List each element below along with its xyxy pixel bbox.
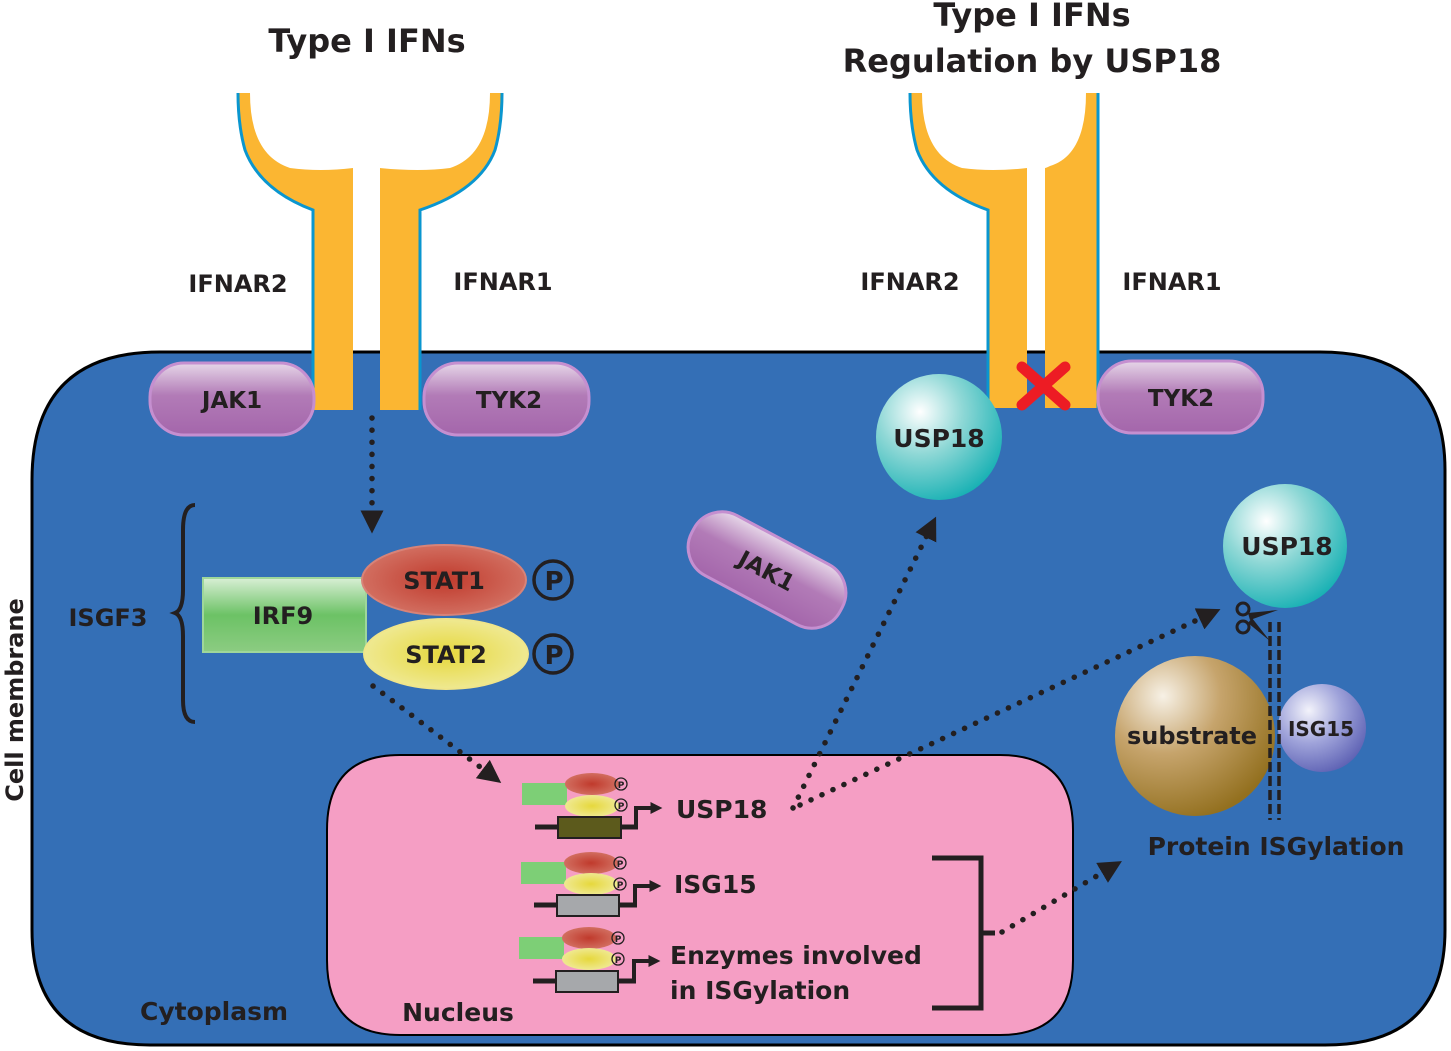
isg15-protein: ISG15 [1278, 684, 1366, 772]
title-left: Type I IFNs [268, 22, 465, 60]
title-right-line1: Type I IFNs [933, 0, 1130, 34]
gene-row-isg15: P P ISG15 [521, 852, 757, 917]
svg-text:IRF9: IRF9 [253, 602, 314, 630]
tyk2-membrane-right: TYK2 [1096, 359, 1265, 435]
svg-text:substrate: substrate [1127, 722, 1257, 750]
svg-text:P: P [618, 781, 625, 791]
svg-text:P: P [618, 802, 625, 812]
ifnar1-label-left: IFNAR1 [453, 268, 552, 296]
svg-text:JAK1: JAK1 [200, 388, 262, 414]
nucleus-compartment [326, 754, 1074, 1036]
svg-text:P: P [615, 935, 622, 945]
gene-row-enzymes: P P Enzymes involved in ISGylation [519, 927, 922, 1005]
gene-box-isg15 [556, 894, 620, 917]
protein-isgylation-label: Protein ISGylation [1148, 832, 1405, 861]
cell-membrane-label: Cell membrane [1, 598, 29, 802]
svg-text:TYK2: TYK2 [476, 388, 542, 414]
ifnar2-label-right: IFNAR2 [860, 268, 959, 296]
svg-text:P: P [544, 641, 563, 671]
usp18-cytoplasm: USP18 [1223, 484, 1347, 608]
gene-label-usp18: USP18 [676, 795, 767, 824]
left-receptor [236, 92, 504, 410]
nucleus-label: Nucleus [402, 998, 514, 1027]
title-right-line2: Regulation by USP18 [843, 42, 1222, 80]
arrow-bracket-to-isgylation [999, 861, 1122, 935]
svg-text:TYK2: TYK2 [1148, 386, 1214, 412]
gene-row-usp18: P P USP18 [522, 773, 767, 839]
svg-text:P: P [615, 956, 622, 966]
right-receptor [908, 92, 1100, 408]
isgf3-brace [169, 503, 196, 724]
stat1: STAT1 [361, 544, 527, 616]
stat2: STAT2 [363, 618, 529, 690]
jak1-membrane: JAK1 [148, 361, 316, 437]
irf9: IRF9 [202, 577, 367, 653]
arrow-usp18-gene-to-cytoplasm [797, 608, 1221, 808]
isgf3-label: ISGF3 [68, 604, 147, 632]
phospho-stat2-icon: P [532, 633, 574, 675]
substrate-protein: substrate [1115, 656, 1275, 816]
blocked-signaling-icon [1016, 361, 1071, 411]
isgylation-genes-bracket [932, 855, 995, 1011]
tyk2-membrane-left: TYK2 [422, 361, 591, 437]
usp18-membrane: USP18 [876, 374, 1002, 500]
svg-text:P: P [617, 881, 624, 891]
svg-text:P: P [617, 860, 624, 870]
ifnar2-label-left: IFNAR2 [188, 270, 287, 298]
svg-text:P: P [544, 567, 563, 597]
gene-box-enzymes [555, 970, 619, 993]
gene-box-usp18 [557, 816, 622, 839]
gene-label-enzymes-line2: in ISGylation [670, 976, 850, 1005]
cytoplasm-label: Cytoplasm [140, 997, 288, 1026]
arrow-usp18-gene-to-membrane [790, 516, 937, 811]
svg-text:STAT2: STAT2 [405, 641, 487, 669]
phospho-stat1-icon: P [532, 559, 574, 601]
svg-text:STAT1: STAT1 [403, 567, 485, 595]
svg-text:USP18: USP18 [1241, 532, 1332, 561]
scissors-icon [1235, 601, 1278, 641]
svg-text:USP18: USP18 [893, 424, 984, 453]
isopeptide-bond [1268, 622, 1281, 820]
svg-text:ISG15: ISG15 [1288, 717, 1354, 741]
gene-label-enzymes-line1: Enzymes involved [670, 941, 922, 970]
ifnar1-label-right: IFNAR1 [1122, 268, 1221, 296]
jak1-free-cytoplasm: JAK1 [686, 510, 848, 630]
gene-label-isg15: ISG15 [674, 870, 757, 899]
arrow-isgf3-to-nucleus [370, 683, 502, 783]
